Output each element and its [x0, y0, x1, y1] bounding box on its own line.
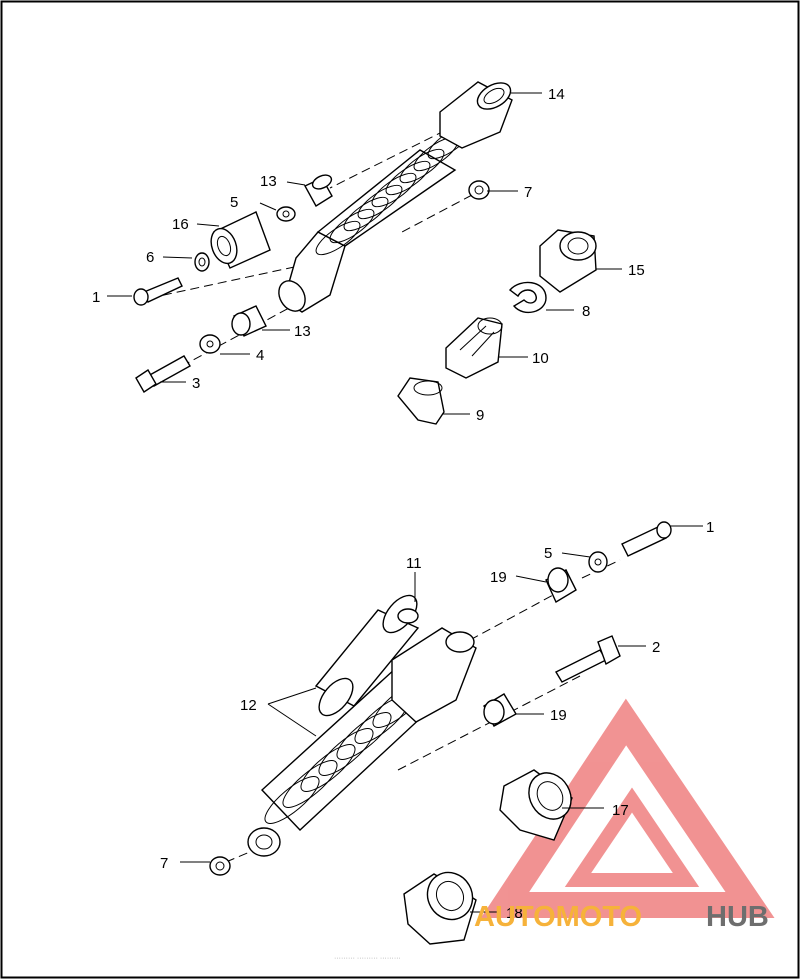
- bushing-19-lower: [483, 693, 517, 727]
- watermark-automoto: AUTOMOTO: [474, 901, 642, 933]
- callout-5-lower: 5: [544, 545, 552, 562]
- callout-6: 6: [146, 249, 154, 266]
- callout-16: 16: [172, 216, 189, 233]
- callout-13-upper: 13: [260, 173, 277, 190]
- callout-8: 8: [582, 303, 590, 320]
- bushing-13-upper: [304, 174, 333, 207]
- bolt-3: [135, 355, 191, 393]
- watermark-hub: HUB: [706, 901, 769, 933]
- bolt-1-lower: [621, 521, 672, 557]
- callout-9: 9: [476, 407, 484, 424]
- callout-1-upper: 1: [92, 289, 100, 306]
- clamp-9: [397, 377, 445, 425]
- washer-5-upper: [276, 206, 296, 222]
- cage-10: [445, 317, 503, 379]
- callout-17: 17: [612, 802, 629, 819]
- nut-7-upper: [468, 180, 490, 200]
- callout-10: 10: [532, 350, 549, 367]
- leader-lines: [107, 92, 703, 913]
- bushing-19-upper: [545, 567, 577, 604]
- callout-7-lower: 7: [160, 855, 168, 872]
- washer-5-lower: [588, 551, 608, 573]
- callout-13-lower: 13: [294, 323, 311, 340]
- shock-absorber-upper: [278, 81, 513, 313]
- nut-7-lower: [209, 856, 231, 876]
- washer-4: [199, 334, 221, 354]
- callout-5-upper: 5: [230, 194, 238, 211]
- callout-3: 3: [192, 375, 200, 392]
- callout-12: 12: [240, 697, 257, 714]
- callout-4: 4: [256, 347, 264, 364]
- callout-7-upper: 7: [524, 184, 532, 201]
- callout-14: 14: [548, 86, 565, 103]
- clip-8: [508, 281, 547, 314]
- bushing-13-lower: [231, 305, 267, 337]
- callout-18: 18: [506, 905, 523, 922]
- callout-19-upper: 19: [490, 569, 507, 586]
- callout-15: 15: [628, 262, 645, 279]
- shock-absorber-lower: [247, 627, 477, 857]
- callout-labels: 14 13 5 7 16 6 1 15 8 13 4 10 3 9 1 5 19…: [92, 86, 714, 922]
- bearing-17: [499, 769, 573, 841]
- callout-1-lower: 1: [706, 519, 714, 536]
- reservoir-11: [314, 594, 420, 717]
- bolt-1-upper: [133, 277, 183, 306]
- bolt-2: [555, 635, 621, 683]
- sleeve-16: [210, 211, 271, 269]
- watermark-text: AUTOMOTO HUB: [474, 901, 769, 933]
- bearing-18: [403, 871, 477, 945]
- cover-15: [539, 229, 597, 293]
- callout-19-lower: 19: [550, 707, 567, 724]
- callout-2: 2: [652, 639, 660, 656]
- washer-6: [194, 252, 210, 272]
- callout-11: 11: [406, 555, 422, 572]
- footer-text: ········· ········· ·········: [334, 955, 401, 962]
